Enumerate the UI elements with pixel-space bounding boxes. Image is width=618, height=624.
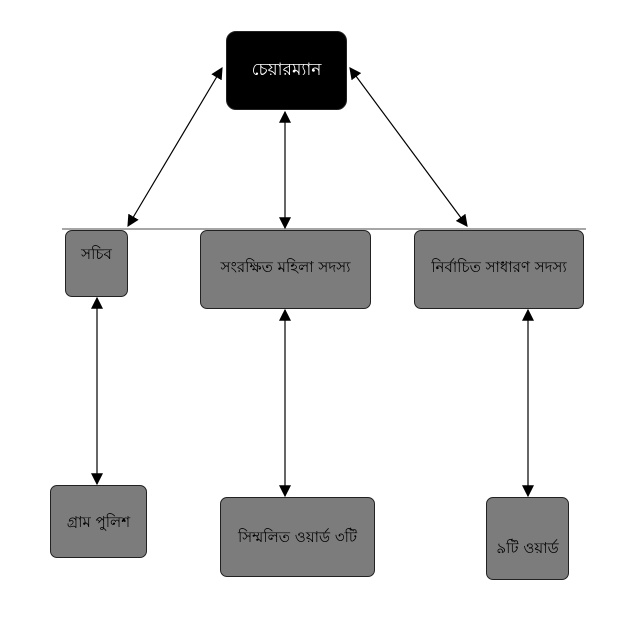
arrow-chairman-secretary [127,66,223,228]
combined-wards-label: সিম্মলিত ওয়ার্ড ৩টি [237,528,358,546]
village-police-box: গ্রাম পুলিশ [50,485,147,558]
secretary-box: সচিব [65,230,128,297]
chairman-label: চেয়ারম্যান [251,60,322,81]
arrow-chairman-general-members [349,67,468,227]
nine-wards-box: ৯টি ওয়ার্ড [486,497,569,580]
elected-general-member-label: নির্বাচিত সাধারণ সদস্য [431,258,567,276]
elected-general-member-box: নির্বাচিত সাধারণ সদস্য [414,230,584,309]
secretary-label: সচিব [81,245,112,263]
combined-wards-box: সিম্মলিত ওয়ার্ড ৩টি [220,497,375,577]
village-police-label: গ্রাম পুলিশ [66,512,131,531]
nine-wards-label: ৯টি ওয়ার্ড [496,539,559,557]
chairman-box: চেয়ারম্যান [226,31,347,110]
reserved-women-member-box: সংরক্ষিত মহিলা সদস্য [200,230,371,309]
reserved-women-member-label: সংরক্ষিত মহিলা সদস্য [220,258,351,276]
